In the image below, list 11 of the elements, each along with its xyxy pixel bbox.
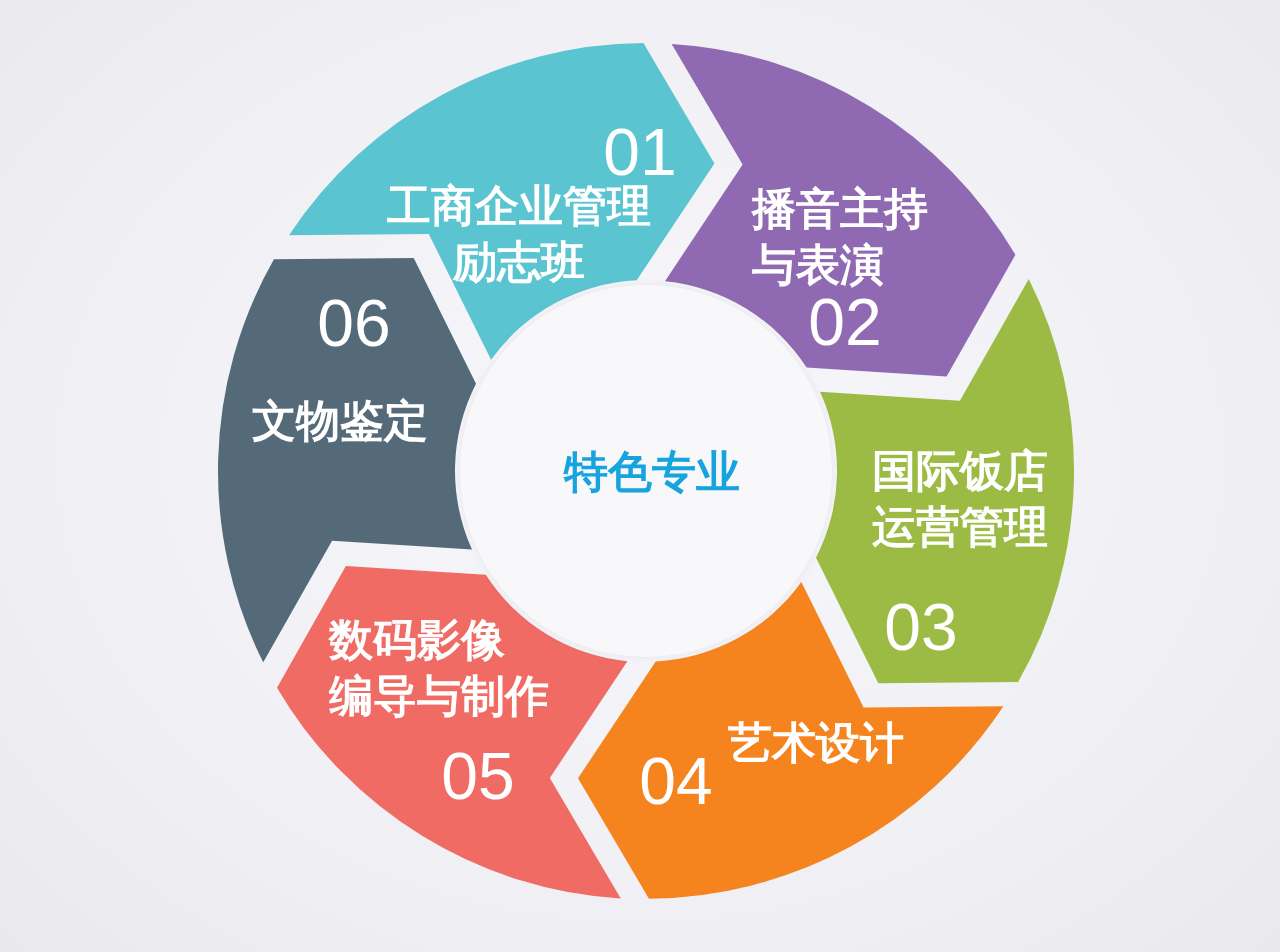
segment-title: 播音主持与表演 bbox=[752, 182, 928, 292]
step-number: 04 bbox=[639, 748, 713, 814]
segment-title: 国际饭店运营管理 bbox=[872, 444, 1048, 554]
step-number: 02 bbox=[808, 289, 882, 355]
segment-title: 数码影像编导与制作 bbox=[329, 613, 549, 723]
step-number: 03 bbox=[884, 594, 958, 660]
segment-title: 文物鉴定 bbox=[252, 394, 428, 448]
segment-title: 艺术设计 bbox=[728, 716, 904, 770]
hub-title: 特色专业 bbox=[564, 445, 740, 499]
step-number: 06 bbox=[317, 290, 391, 356]
step-number: 05 bbox=[441, 743, 515, 809]
